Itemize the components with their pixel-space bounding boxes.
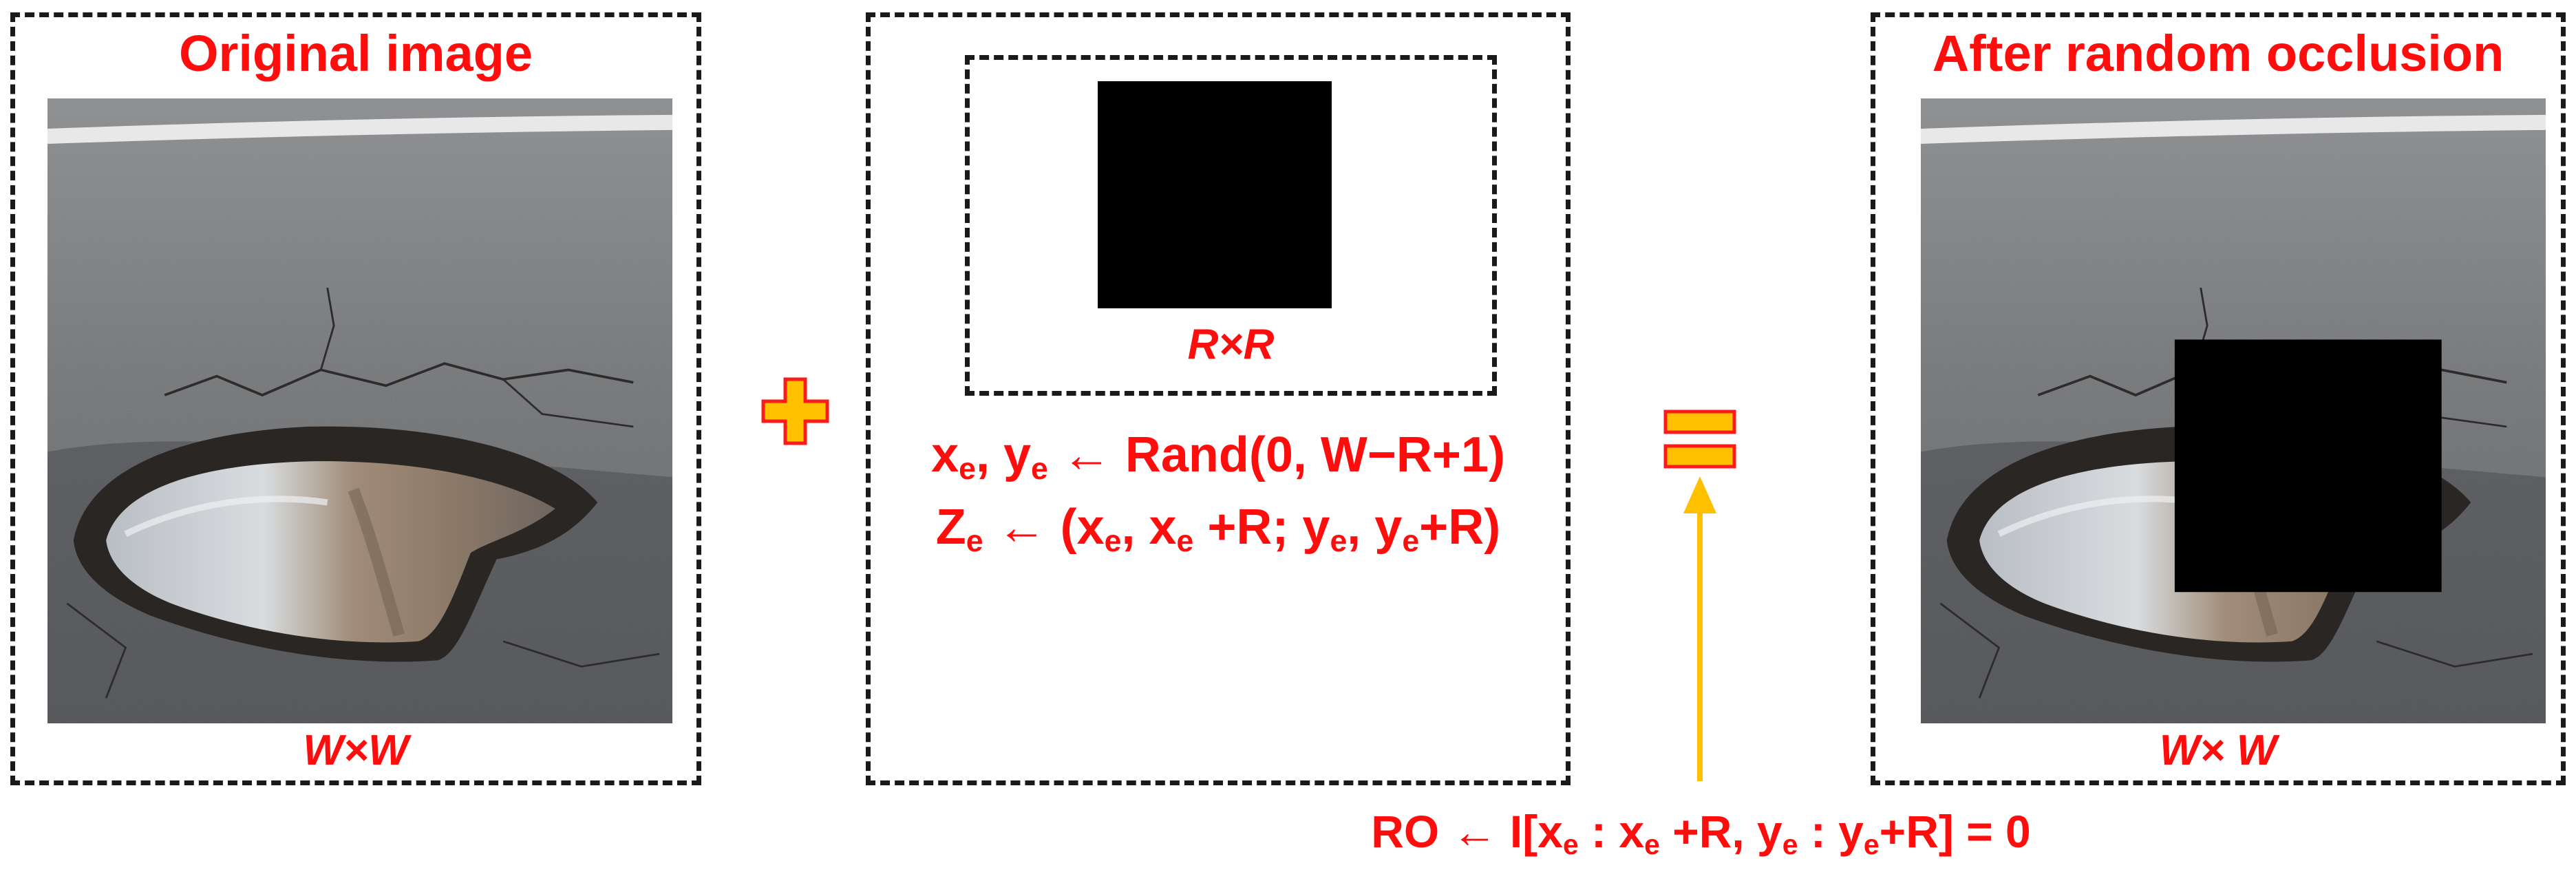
mask-window: R×R [965, 55, 1497, 396]
up-arrow [1683, 476, 1716, 781]
occluded-image-title: After random occlusion [1932, 25, 2504, 82]
plus-operator [761, 377, 829, 445]
original-image-panel: Original image W×W [10, 12, 701, 785]
random-occlusion-formula: RO ← I[xe : xe +R, ye : ye+R] = 0 [1371, 806, 2031, 861]
mask-size-label: R×R [1187, 321, 1275, 368]
occluded-image-panel: After random occlusion W× W [1871, 12, 2566, 785]
random-coordinate-formula: xe, ye ← Rand(0, W−R+1) [931, 427, 1505, 487]
occlusion-mask-panel: R×R xe, ye ← Rand(0, W−R+1) Ze ← (xe, xe… [866, 12, 1571, 785]
original-image-title: Original image [178, 25, 533, 82]
image-size-label: W×W [303, 727, 409, 774]
equals-operator [1663, 410, 1736, 469]
occlusion-block [2174, 339, 2442, 593]
occluded-size-label: W× W [2159, 727, 2277, 774]
pothole-image [47, 98, 672, 723]
occluded-pothole-image [1921, 98, 2546, 723]
occlusion-mask [1098, 81, 1332, 308]
occlusion-region-formula: Ze ← (xe, xe +R; ye, ye+R) [935, 500, 1501, 559]
